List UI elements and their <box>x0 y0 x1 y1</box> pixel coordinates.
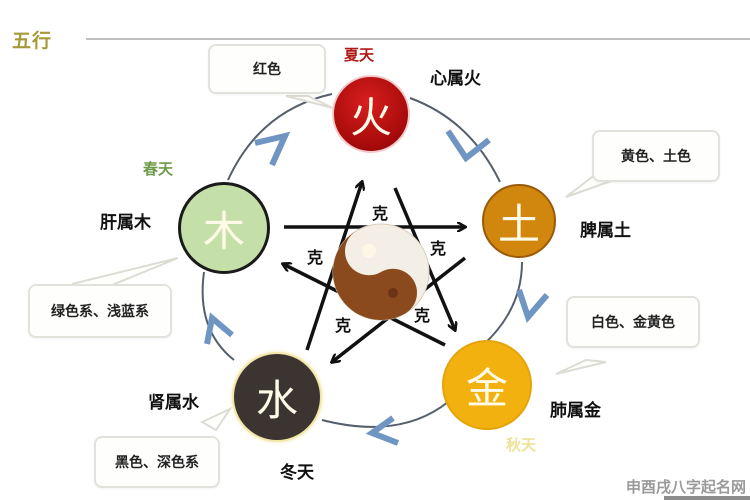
element-earth: 土 <box>482 184 556 258</box>
element-metal: 金 <box>442 340 532 430</box>
cycle-arrowheads <box>204 129 550 446</box>
callout-text: 白色、金黄色 <box>591 315 675 331</box>
organ-liver-wood: 肝属木 <box>100 213 151 233</box>
season-autumn: 秋天 <box>506 436 537 454</box>
callout-text: 黑色、深色系 <box>115 455 199 471</box>
callout-earth-color: 黄色、土色 <box>592 130 720 182</box>
element-fire-char: 火 <box>349 92 392 142</box>
page-title: 五行 <box>12 30 53 52</box>
callout-text: 红色 <box>253 62 281 78</box>
organ-heart-fire: 心属火 <box>430 69 481 89</box>
callout-fire-color: 红色 <box>208 44 326 94</box>
arrow-fire-to-earth-icon <box>445 129 491 163</box>
organ-lung-metal: 肺属金 <box>550 401 601 421</box>
element-wood-char: 木 <box>202 206 245 256</box>
callout-wood-color: 绿色系、浅蓝系 <box>28 284 172 338</box>
season-summer: 夏天 <box>344 46 375 64</box>
overcome-label: 克 <box>335 316 352 335</box>
arrow-metal-to-water-icon <box>365 415 400 446</box>
element-wood: 木 <box>178 182 270 274</box>
callout-water-color: 黑色、深色系 <box>94 436 220 488</box>
season-winter: 冬天 <box>280 463 314 483</box>
season-spring: 春天 <box>143 160 174 178</box>
overcome-label: 克 <box>414 306 431 325</box>
overcome-label: 克 <box>372 204 389 223</box>
arrow-wood-to-fire-icon <box>254 131 291 167</box>
organ-spleen-earth: 脾属土 <box>580 221 631 241</box>
element-water-char: 水 <box>255 375 298 425</box>
arrow-water-to-wood-icon <box>204 312 234 345</box>
element-water: 水 <box>232 352 322 442</box>
element-earth-char: 土 <box>497 199 540 249</box>
element-fire: 火 <box>332 75 410 153</box>
watermark: 申酉戌八字起名网 <box>625 478 746 496</box>
callout-metal-color: 白色、金黄色 <box>566 296 700 348</box>
callout-text: 绿色系、浅蓝系 <box>51 304 149 320</box>
callout-text: 黄色、土色 <box>621 149 691 165</box>
element-metal-char: 金 <box>465 363 508 413</box>
generating-cycle-ring <box>201 93 523 428</box>
overcome-label: 克 <box>430 239 447 258</box>
footer-bar <box>664 496 750 500</box>
title-divider <box>86 38 750 40</box>
organ-kidney-water: 肾属水 <box>148 393 199 413</box>
overcome-label: 克 <box>307 248 324 267</box>
arrow-earth-to-metal-icon <box>516 289 550 323</box>
